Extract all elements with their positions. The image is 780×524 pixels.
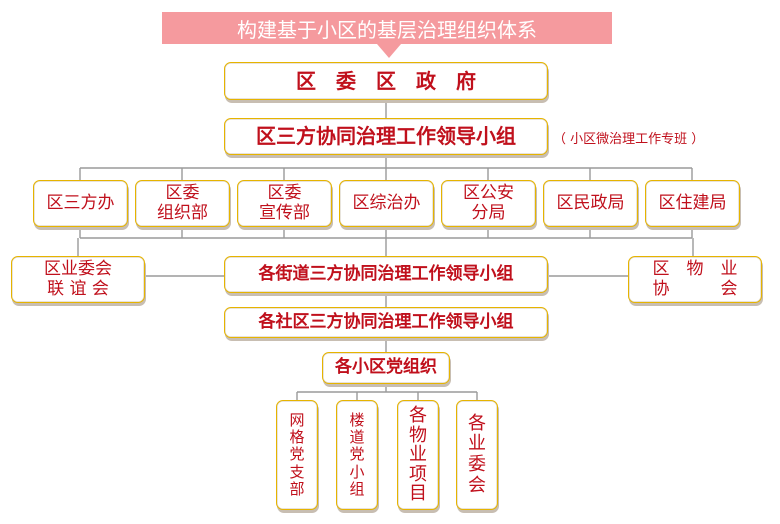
department-box: 区委宣传部 xyxy=(237,180,332,227)
department-box: 区公安分局 xyxy=(441,180,536,227)
department-box: 区委组织部 xyxy=(135,180,230,227)
building-party-group: 楼道党小组 xyxy=(336,400,378,510)
party-organization: 各小区党组织 xyxy=(322,352,450,384)
grid-party-branch: 网格党支部 xyxy=(276,400,318,510)
district-committee-government: 区 委 区 政 府 xyxy=(224,62,548,100)
department-box: 区住建局 xyxy=(645,180,740,227)
street-leading-group: 各街道三方协同治理工作领导小组 xyxy=(224,256,548,293)
down-arrow-icon xyxy=(377,44,401,58)
owners-committee-association: 区业委会联 谊 会 xyxy=(11,256,145,303)
property-projects: 各物业项目 xyxy=(397,400,439,510)
owners-committees: 各业委会 xyxy=(456,400,498,510)
leading-group-note: （ 小区微治理工作专班 ） xyxy=(553,132,705,147)
department-box: 区三方办 xyxy=(33,180,128,227)
department-box: 区民政局 xyxy=(543,180,638,227)
diagram-title: 构建基于小区的基层治理组织体系 xyxy=(162,12,612,44)
community-leading-group: 各社区三方协同治理工作领导小组 xyxy=(224,307,548,338)
property-association: 区 物 业协 会 xyxy=(628,256,762,303)
department-box: 区综治办 xyxy=(339,180,434,227)
district-leading-group: 区三方协同治理工作领导小组 xyxy=(224,118,548,155)
